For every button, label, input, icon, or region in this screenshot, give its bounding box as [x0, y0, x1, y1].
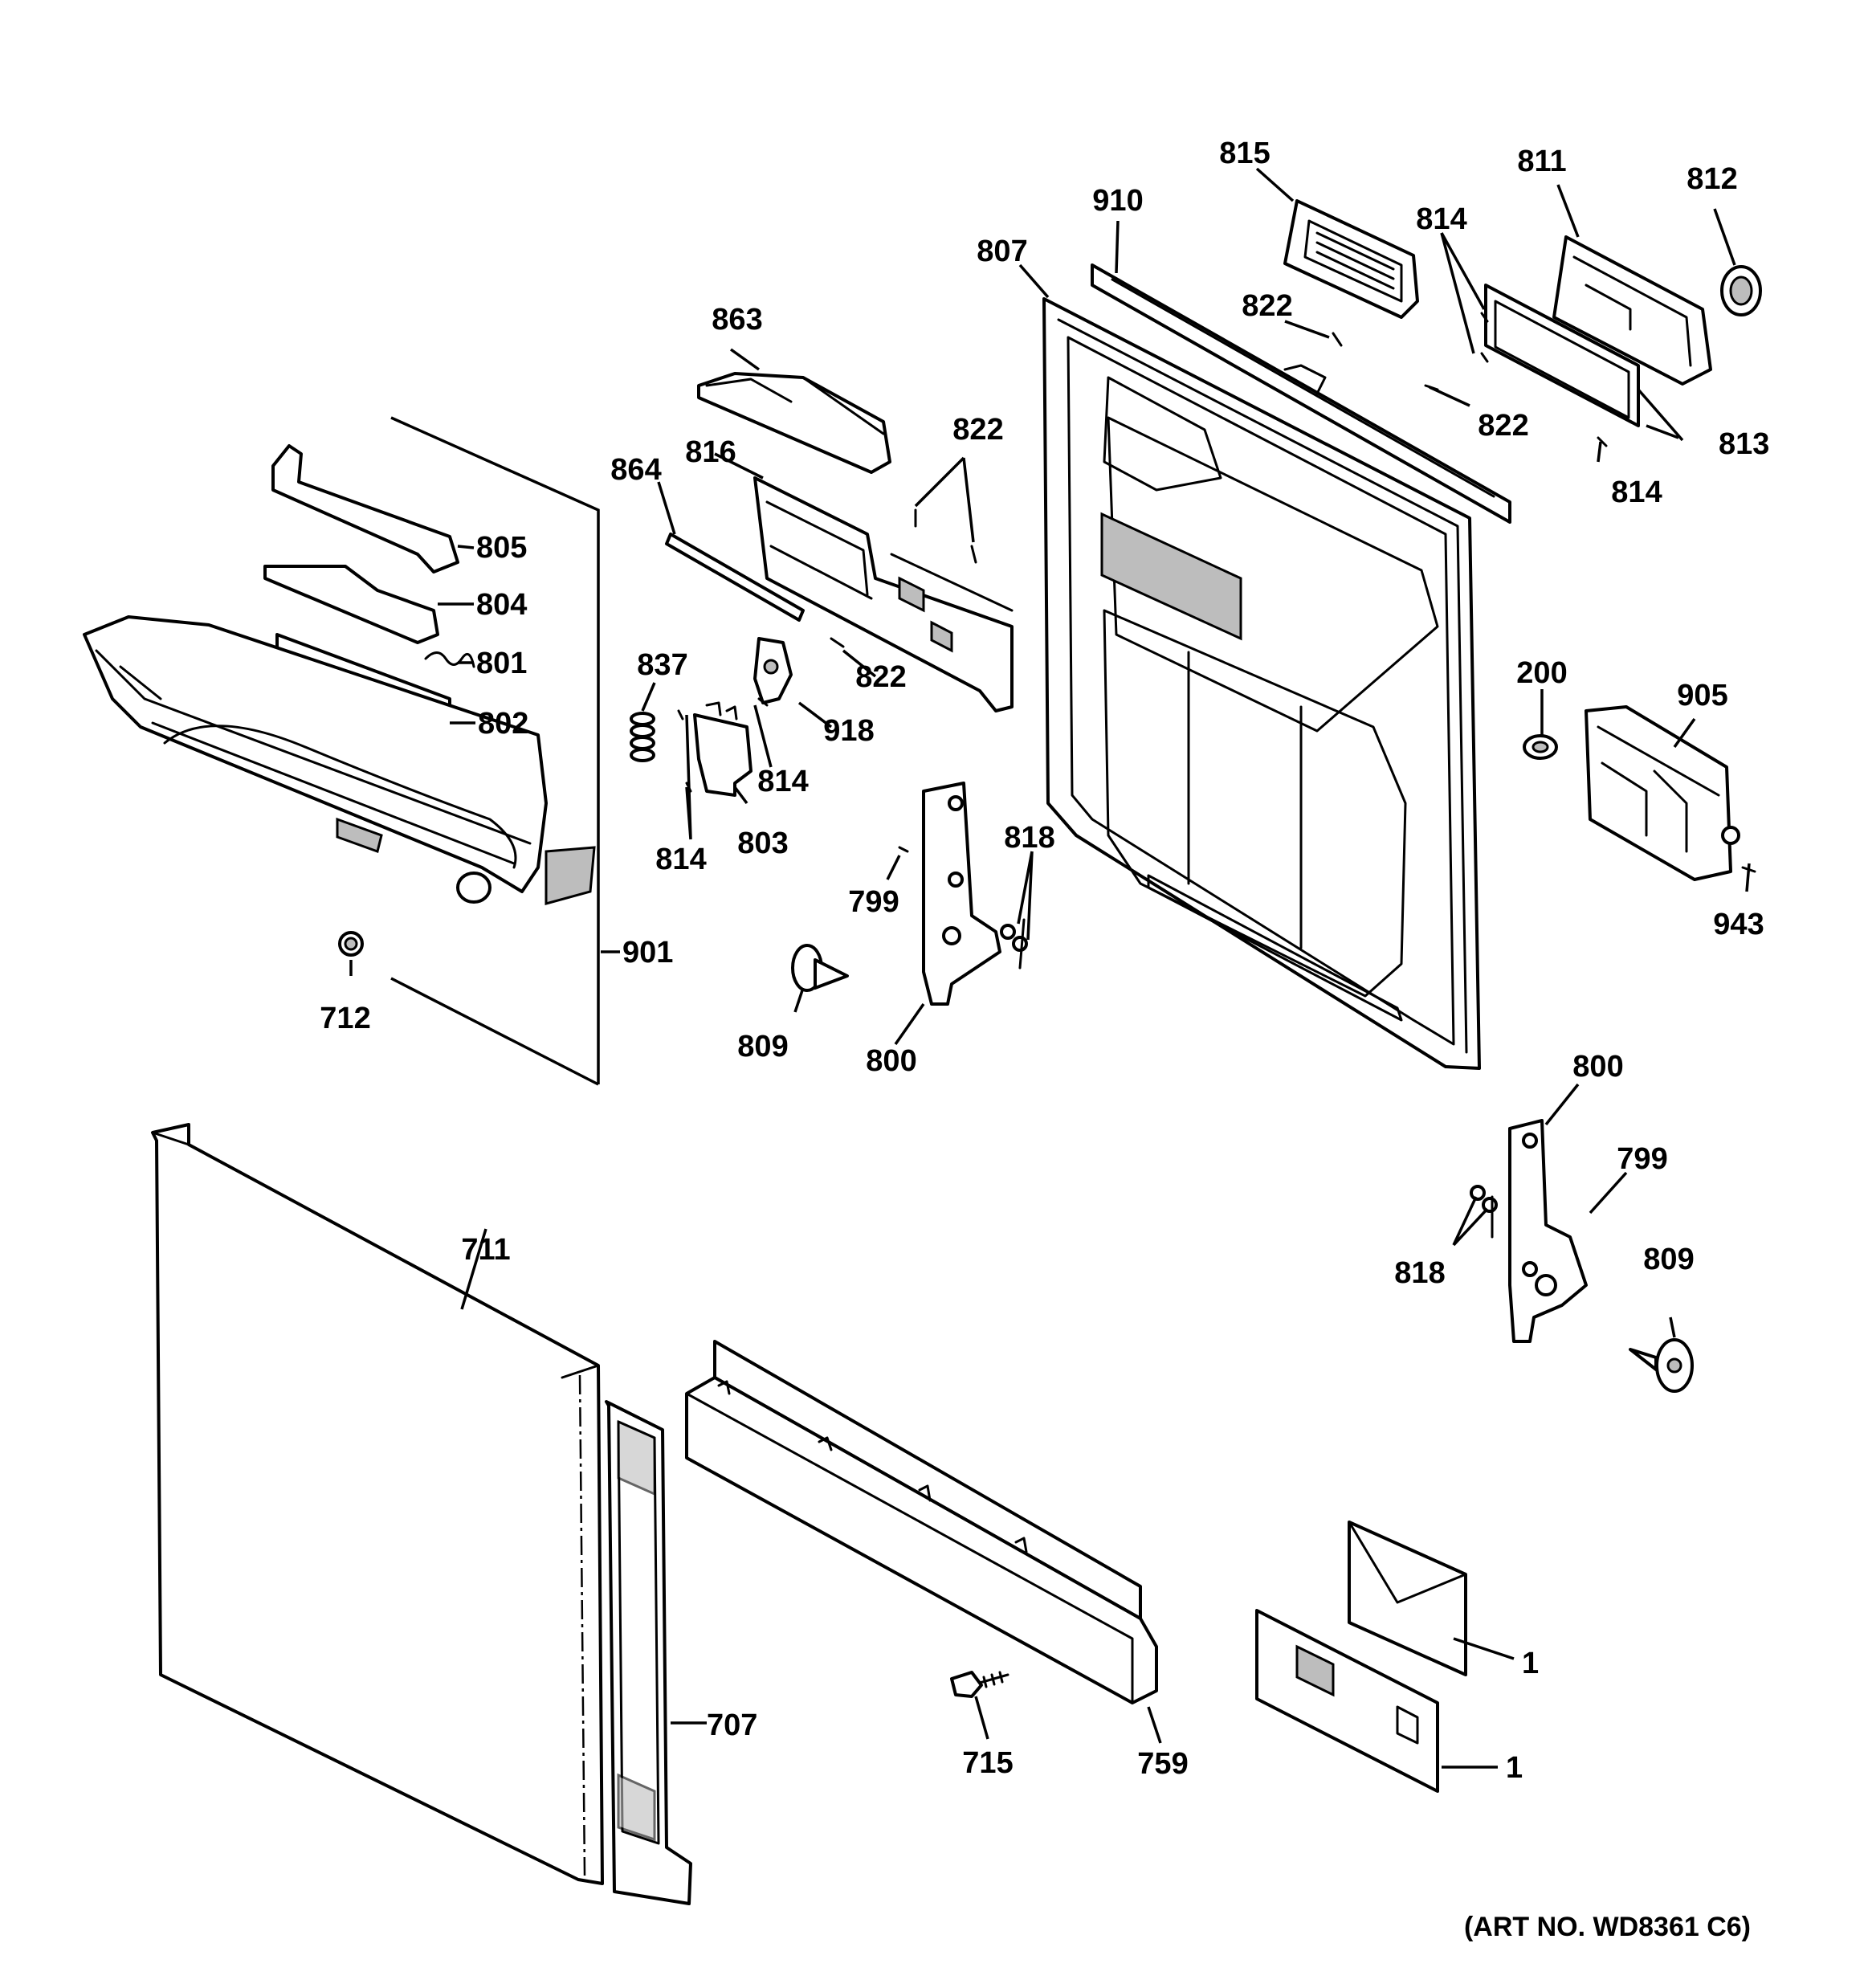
detergent-dispenser-811: [1484, 235, 1712, 427]
literature-envelope-1: [1348, 1521, 1467, 1676]
callout-803: 803: [737, 827, 788, 860]
latch-bracket-816: [753, 476, 1014, 712]
callout-811: 811: [1517, 145, 1566, 178]
latch-switch-803: [693, 701, 753, 797]
callout-801: 801: [476, 647, 527, 680]
rating-label-1: [1255, 1609, 1439, 1793]
callout-800: 800: [1572, 1050, 1623, 1084]
callout-812: 812: [1687, 162, 1737, 196]
callout-905: 905: [1677, 679, 1727, 712]
hinge-screw-809-right: [1629, 1338, 1694, 1393]
callout-814: 814: [1611, 476, 1662, 509]
callout-943: 943: [1713, 908, 1764, 941]
callout-1: 1: [1506, 1751, 1523, 1785]
callout-822: 822: [1478, 409, 1528, 443]
callout-814: 814: [757, 765, 808, 798]
thermostat-200: [1523, 734, 1558, 760]
leader-lines: [349, 167, 1751, 1769]
callout-813: 813: [1719, 427, 1769, 461]
callout-809: 809: [1643, 1243, 1694, 1276]
callout-804: 804: [476, 588, 527, 622]
outer-door-panel-711: [151, 1123, 604, 1885]
callout-805: 805: [476, 531, 527, 565]
callout-814: 814: [1416, 202, 1466, 236]
hinge-800-lower: [1508, 1119, 1588, 1343]
callout-918: 918: [823, 714, 874, 748]
art-number: (ART NO. WD8361 C6): [1464, 1912, 1751, 1942]
callout-1: 1: [1522, 1647, 1539, 1680]
door-insulation-707: [605, 1400, 692, 1905]
dispenser-cap-812: [1720, 265, 1762, 316]
callout-800: 800: [866, 1044, 916, 1078]
callout-712: 712: [320, 1002, 370, 1035]
callout-815: 815: [1219, 137, 1270, 170]
callout-901: 901: [622, 936, 673, 970]
callout-labels: 815 811 812 910 814 807 822 822 813 814 …: [320, 137, 1769, 1942]
callout-910: 910: [1092, 184, 1143, 218]
callout-816: 816: [685, 435, 736, 469]
callout-814: 814: [655, 843, 706, 876]
vent-815: [1283, 199, 1419, 319]
callout-818: 818: [1004, 821, 1054, 855]
callout-822: 822: [855, 660, 906, 694]
spring-837: [630, 712, 655, 762]
hinge-screw-809-left: [791, 944, 849, 992]
control-panel-assembly-901: [83, 416, 600, 1086]
kick-plate-759: [685, 1340, 1158, 1704]
callout-818: 818: [1394, 1256, 1445, 1290]
callout-200: 200: [1516, 656, 1567, 690]
callout-759: 759: [1137, 1747, 1188, 1781]
handle-housing-863: [697, 372, 891, 474]
door-hinge-bracket-top-910: [1091, 263, 1511, 524]
callout-799: 799: [1617, 1142, 1667, 1176]
door-switch-918: [753, 637, 793, 704]
callout-822: 822: [952, 413, 1003, 447]
callout-863: 863: [712, 303, 762, 337]
screw-715: [950, 1671, 1009, 1698]
callout-715: 715: [962, 1746, 1013, 1780]
callout-799: 799: [848, 885, 899, 919]
link-818-left: [1000, 918, 1028, 970]
inner-door-panel-807: [1042, 297, 1481, 1070]
latch-rod-864: [665, 533, 805, 622]
hinge-800-upper: [922, 782, 1001, 1006]
callout-802: 802: [478, 707, 528, 741]
knob-712: [338, 931, 364, 957]
callout-864: 864: [610, 453, 661, 487]
link-818-right: [1470, 1185, 1498, 1239]
callout-711: 711: [461, 1233, 510, 1267]
callout-822: 822: [1242, 289, 1292, 323]
callout-837: 837: [637, 648, 687, 682]
control-board-905: [1585, 705, 1740, 881]
callout-807: 807: [977, 235, 1027, 268]
callout-809: 809: [737, 1030, 788, 1063]
callout-707: 707: [707, 1708, 757, 1742]
